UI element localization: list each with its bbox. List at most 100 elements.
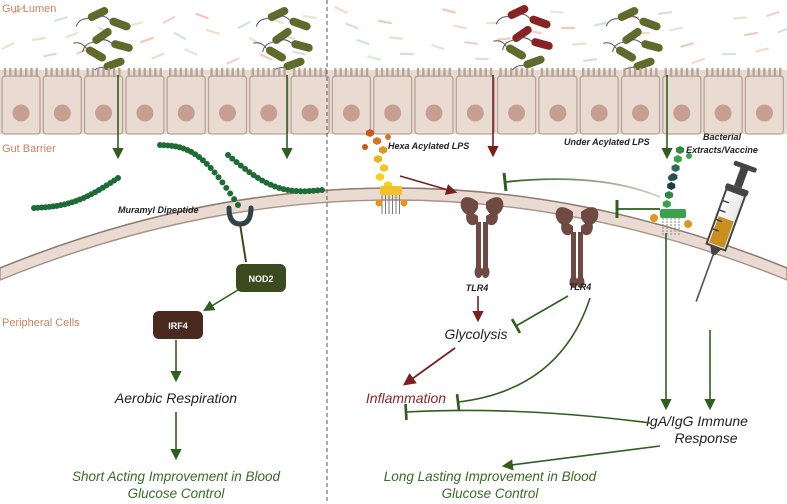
lumen-debris-fleck bbox=[367, 55, 381, 61]
bacterium bbox=[495, 5, 529, 25]
label-tlr4-left: TLR4 bbox=[466, 283, 489, 293]
arrow-glycolysis-to-inflammation bbox=[402, 347, 456, 386]
label-bacterial-line2: Extracts/Vaccine bbox=[686, 145, 758, 155]
inhibit-tlr4-to-inflammation bbox=[455, 297, 591, 411]
lumen-debris-fleck bbox=[54, 16, 68, 22]
label-inflammation: Inflammation bbox=[366, 390, 446, 406]
bacterium bbox=[262, 27, 292, 53]
epithelial-cell bbox=[331, 67, 372, 135]
bacterium bbox=[625, 15, 661, 31]
lumen-debris-fleck bbox=[766, 11, 780, 17]
lumen-debris-fleck bbox=[1, 42, 15, 50]
bead-chain bbox=[225, 152, 325, 195]
bead-chain bbox=[31, 175, 121, 211]
muramyl-dipeptide-chains bbox=[31, 142, 325, 211]
bacterium bbox=[627, 39, 663, 52]
epithelial-cell bbox=[744, 67, 785, 135]
under-acylated-lps-molecule bbox=[650, 146, 692, 236]
irf4-label: IRF4 bbox=[168, 321, 188, 331]
hexa-acylated-lps-molecule bbox=[362, 129, 408, 214]
label-short-acting-line2: Glucose Control bbox=[128, 486, 226, 501]
inhibit-tlr4-to-glycolysis bbox=[510, 295, 569, 334]
bacterium bbox=[517, 37, 553, 50]
bacterium bbox=[82, 27, 112, 53]
lumen-debris-fleck bbox=[151, 52, 165, 60]
epithelial-cell-layer bbox=[0, 67, 787, 135]
label-glycolysis: Glycolysis bbox=[444, 326, 507, 342]
epithelial-cell bbox=[207, 67, 248, 135]
bacterium bbox=[277, 39, 313, 52]
arrow-immune-to-long-lasting bbox=[501, 445, 661, 471]
lumen-debris-fleck bbox=[453, 24, 467, 30]
epithelial-cell bbox=[620, 67, 661, 135]
lumen-debris-fleck bbox=[356, 39, 370, 45]
lumen-debris-fleck bbox=[431, 43, 445, 51]
label-short-acting-line1: Short Acting Improvement in Blood bbox=[72, 469, 281, 484]
epithelial-cell bbox=[414, 67, 454, 135]
label-iga-igg-line1: IgA/IgG Immune bbox=[646, 413, 748, 429]
lumen-debris-fleck bbox=[669, 26, 683, 32]
lumen-debris-fleck bbox=[345, 22, 359, 30]
label-bacterial-line1: Bacterial bbox=[703, 132, 742, 142]
lumen-debris-fleck bbox=[755, 47, 769, 53]
lumen-debris-fleck bbox=[43, 52, 57, 58]
lumen-debris-fleck bbox=[206, 29, 220, 35]
bacterium bbox=[73, 42, 107, 62]
lumen-debris-fleck bbox=[31, 36, 47, 42]
lumen-debris-fleck bbox=[388, 36, 404, 40]
lumen-debris-fleck bbox=[743, 31, 759, 37]
inhibit-under-lps-to-tlr4-left bbox=[502, 172, 661, 198]
lumen-debris-fleck bbox=[463, 41, 479, 45]
lumen-debris-fleck bbox=[162, 16, 176, 24]
epithelial-cell bbox=[1, 67, 41, 135]
tlr4-receptor-left bbox=[460, 197, 504, 278]
nod2-receptor bbox=[226, 205, 254, 263]
epithelial-cell bbox=[249, 67, 289, 135]
bacterium bbox=[97, 39, 133, 52]
lumen-debris-fleck bbox=[442, 8, 456, 14]
epithelial-cell bbox=[290, 67, 330, 135]
epithelial-cell bbox=[373, 67, 413, 135]
bacterium bbox=[612, 27, 642, 53]
lumen-debris-fleck bbox=[334, 6, 348, 14]
bacterium bbox=[493, 40, 527, 60]
bacterium bbox=[75, 7, 109, 27]
label-hexa-acylated-lps: Hexa Acylated LPS bbox=[388, 141, 469, 151]
epithelial-cell bbox=[83, 67, 124, 135]
arrow-hexa-to-tlr4 bbox=[399, 175, 458, 195]
lumen-debris-fleck bbox=[129, 21, 143, 27]
bacterium bbox=[275, 15, 311, 31]
label-under-acylated-lps: Under Acylated LPS bbox=[564, 137, 650, 147]
lumen-debris-fleck bbox=[657, 11, 673, 15]
lumen-debris-fleck bbox=[237, 21, 251, 29]
bead-chain bbox=[157, 142, 241, 208]
epithelial-cell bbox=[703, 67, 743, 135]
lumen-debris-fleck bbox=[65, 31, 79, 39]
bacteria-cluster bbox=[73, 5, 663, 75]
region-label-gut-lumen: Gut Lumen bbox=[2, 3, 56, 15]
region-label-gut-barrier: Gut Barrier bbox=[2, 143, 56, 155]
lumen-debris-fleck bbox=[173, 32, 187, 40]
bacterium bbox=[515, 13, 551, 29]
nod2-box: NOD2 bbox=[236, 264, 286, 292]
bacterium bbox=[253, 42, 287, 62]
region-label-peripheral-cells: Peripheral Cells bbox=[2, 317, 80, 329]
lumen-debris-fleck bbox=[582, 58, 598, 62]
bacterium bbox=[502, 25, 532, 51]
irf4-box: IRF4 bbox=[153, 311, 203, 339]
lumen-debris-fleck bbox=[549, 10, 565, 14]
nod2-label: NOD2 bbox=[248, 274, 273, 284]
lumen-debris-fleck bbox=[377, 19, 393, 25]
lumen-debris-fleck bbox=[195, 12, 209, 20]
lumen-debris-fleck bbox=[12, 5, 26, 15]
bacterium bbox=[95, 15, 131, 31]
label-tlr4-right: TLR4 bbox=[569, 282, 592, 292]
bacterium bbox=[605, 7, 639, 27]
label-iga-igg-line2: Response bbox=[674, 430, 737, 446]
bacterium bbox=[603, 42, 637, 62]
epithelial-cell bbox=[166, 67, 206, 135]
arrow-nod2-to-irf4 bbox=[203, 289, 239, 312]
bacterium bbox=[255, 7, 289, 27]
syringe-icon bbox=[695, 160, 757, 302]
